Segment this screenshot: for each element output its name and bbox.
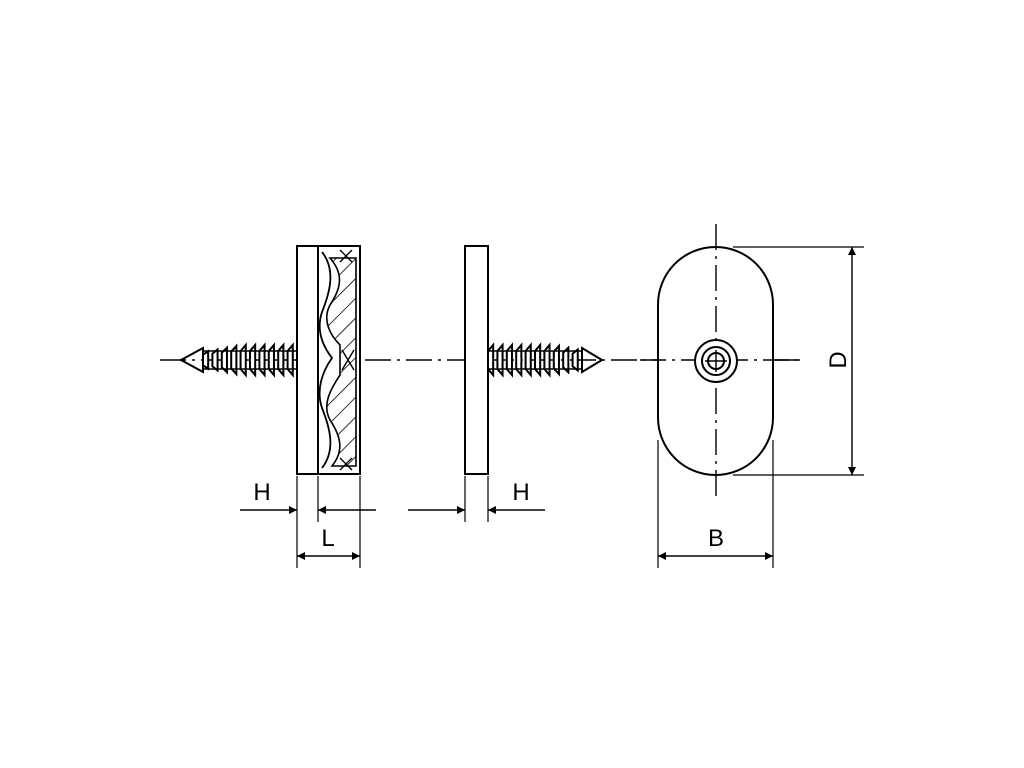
- middle-screw-thread: [487, 342, 582, 378]
- middle-plate: [464, 245, 489, 475]
- middle-dimensions: H: [408, 476, 545, 522]
- thread-ridges: [487, 342, 579, 378]
- thread-core: [488, 350, 582, 370]
- left-view: [178, 245, 361, 475]
- left-pad-profile: [318, 251, 334, 469]
- middle-view: [464, 245, 604, 475]
- right-dimensions: B D: [657, 246, 864, 568]
- screw-head-middle: [701, 346, 731, 376]
- right-b-label: B: [708, 525, 724, 552]
- thread-core: [203, 350, 297, 370]
- left-pad-hatch: [325, 257, 357, 467]
- middle-screw-tip: [581, 346, 604, 374]
- middle-h-label: H: [512, 479, 529, 506]
- thread-ridges: [202, 342, 294, 378]
- right-d-label: D: [825, 351, 852, 368]
- left-l-label: L: [321, 525, 334, 552]
- left-h-label: H: [253, 479, 270, 506]
- left-dimensions: H L: [240, 476, 376, 568]
- right-view: [640, 224, 800, 498]
- left-plate: [296, 245, 319, 475]
- left-screw-thread: [178, 342, 297, 378]
- left-pad-marks: [339, 249, 355, 471]
